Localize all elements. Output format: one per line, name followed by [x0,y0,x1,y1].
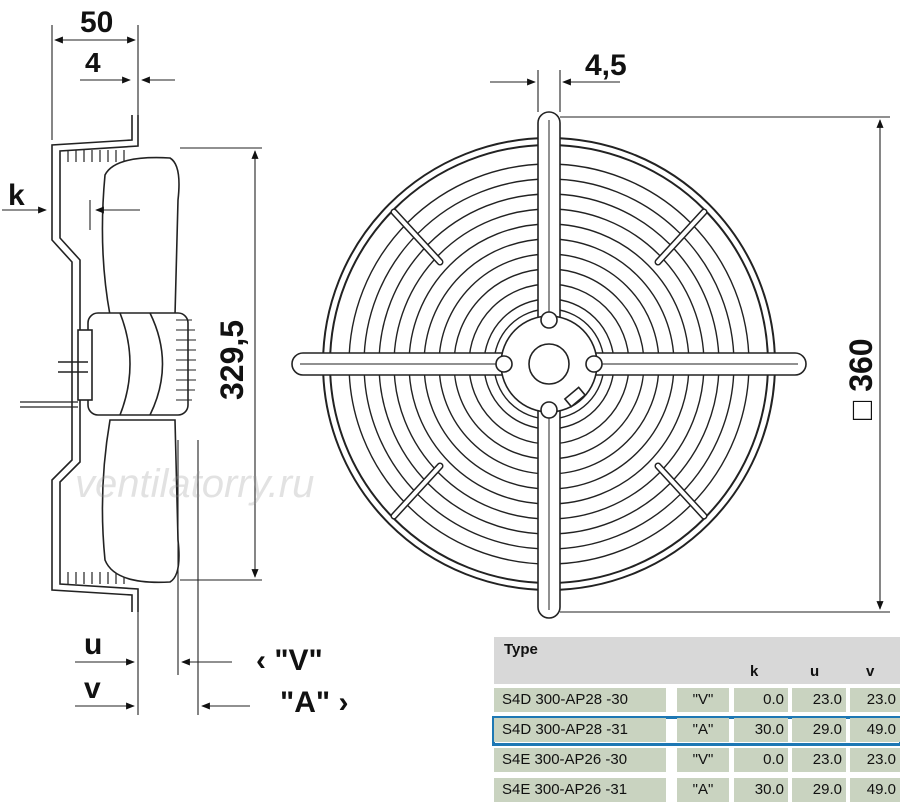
u-cell: 23.0 [792,748,846,772]
dim-height-label: 329,5 [214,320,250,400]
spec-table-header: Type k u v [494,637,900,684]
cable-gland [563,386,587,408]
v-cell: 49.0 [850,778,900,802]
dim-lines [2,25,262,715]
blade-upper [101,156,180,316]
dim-flange-label: 4 [85,47,101,78]
hub-bolt-top [540,311,558,329]
arrow-v-label: ‹ "V" [256,644,323,677]
version-cell: "V" [677,688,729,712]
table-row-selected[interactable]: S4D 300-AP28 -31 "A" 30.0 29.0 49.0 [492,716,900,746]
cable [20,401,78,408]
model-cell: S4D 300-AP28 -31 [494,718,666,742]
dim-square-label: □ 360 [843,338,879,420]
model-cell: S4E 300-AP26 -30 [494,748,666,772]
table-row[interactable]: S4E 300-AP26 -30 "V" 0.0 23.0 23.0 [494,748,900,774]
k-cell: 0.0 [734,688,788,712]
dim-rib-label: 4,5 [585,49,627,82]
u-cell: 23.0 [792,688,846,712]
k-cell: 30.0 [734,778,788,802]
motor-mount [77,329,93,401]
model-cell: S4D 300-AP28 -30 [494,688,666,712]
dim-u-label: u [84,628,102,661]
hub-bolt-bottom [540,401,558,419]
version-cell: "A" [677,718,729,742]
motor-rotor [87,312,189,416]
watermark: ventilatorry.ru [75,462,315,506]
dim-k-label: k [8,179,25,212]
side-view-labels: 50 4 k 329,5 u v ‹ "V" "A" › [8,6,348,719]
column-u-header: u [810,663,820,680]
model-cell: S4E 300-AP26 -31 [494,778,666,802]
column-k-header: k [750,663,759,680]
version-cell: "V" [677,748,729,772]
blade-lower [101,419,180,584]
v-cell: 49.0 [850,718,900,742]
guard-frame [51,115,133,612]
spec-table: Type k u v S4D 300-AP28 -30 "V" 0.0 23.0… [492,637,900,804]
arrow-a-label: "A" › [280,686,348,719]
table-row[interactable]: S4E 300-AP26 -31 "A" 30.0 29.0 49.0 [494,778,900,804]
hub-bolt-left [495,355,513,373]
guard-ribs-top [67,150,125,162]
v-cell: 23.0 [850,748,900,772]
k-cell: 0.0 [734,748,788,772]
version-cell: "A" [677,778,729,802]
front-view [291,70,890,619]
v-cell: 23.0 [850,688,900,712]
front-view-labels: 4,5 □ 360 [585,49,879,420]
table-row[interactable]: S4D 300-AP28 -30 "V" 0.0 23.0 23.0 [494,688,900,714]
u-cell: 29.0 [792,778,846,802]
hub-bolt-right [585,355,603,373]
dim-v-label: v [84,672,101,705]
spec-table-title: Type [504,641,538,658]
side-view [2,25,262,715]
dim-width-label: 50 [80,6,113,39]
u-cell: 29.0 [792,718,846,742]
column-v-header: v [866,663,875,680]
k-cell: 30.0 [734,718,788,742]
